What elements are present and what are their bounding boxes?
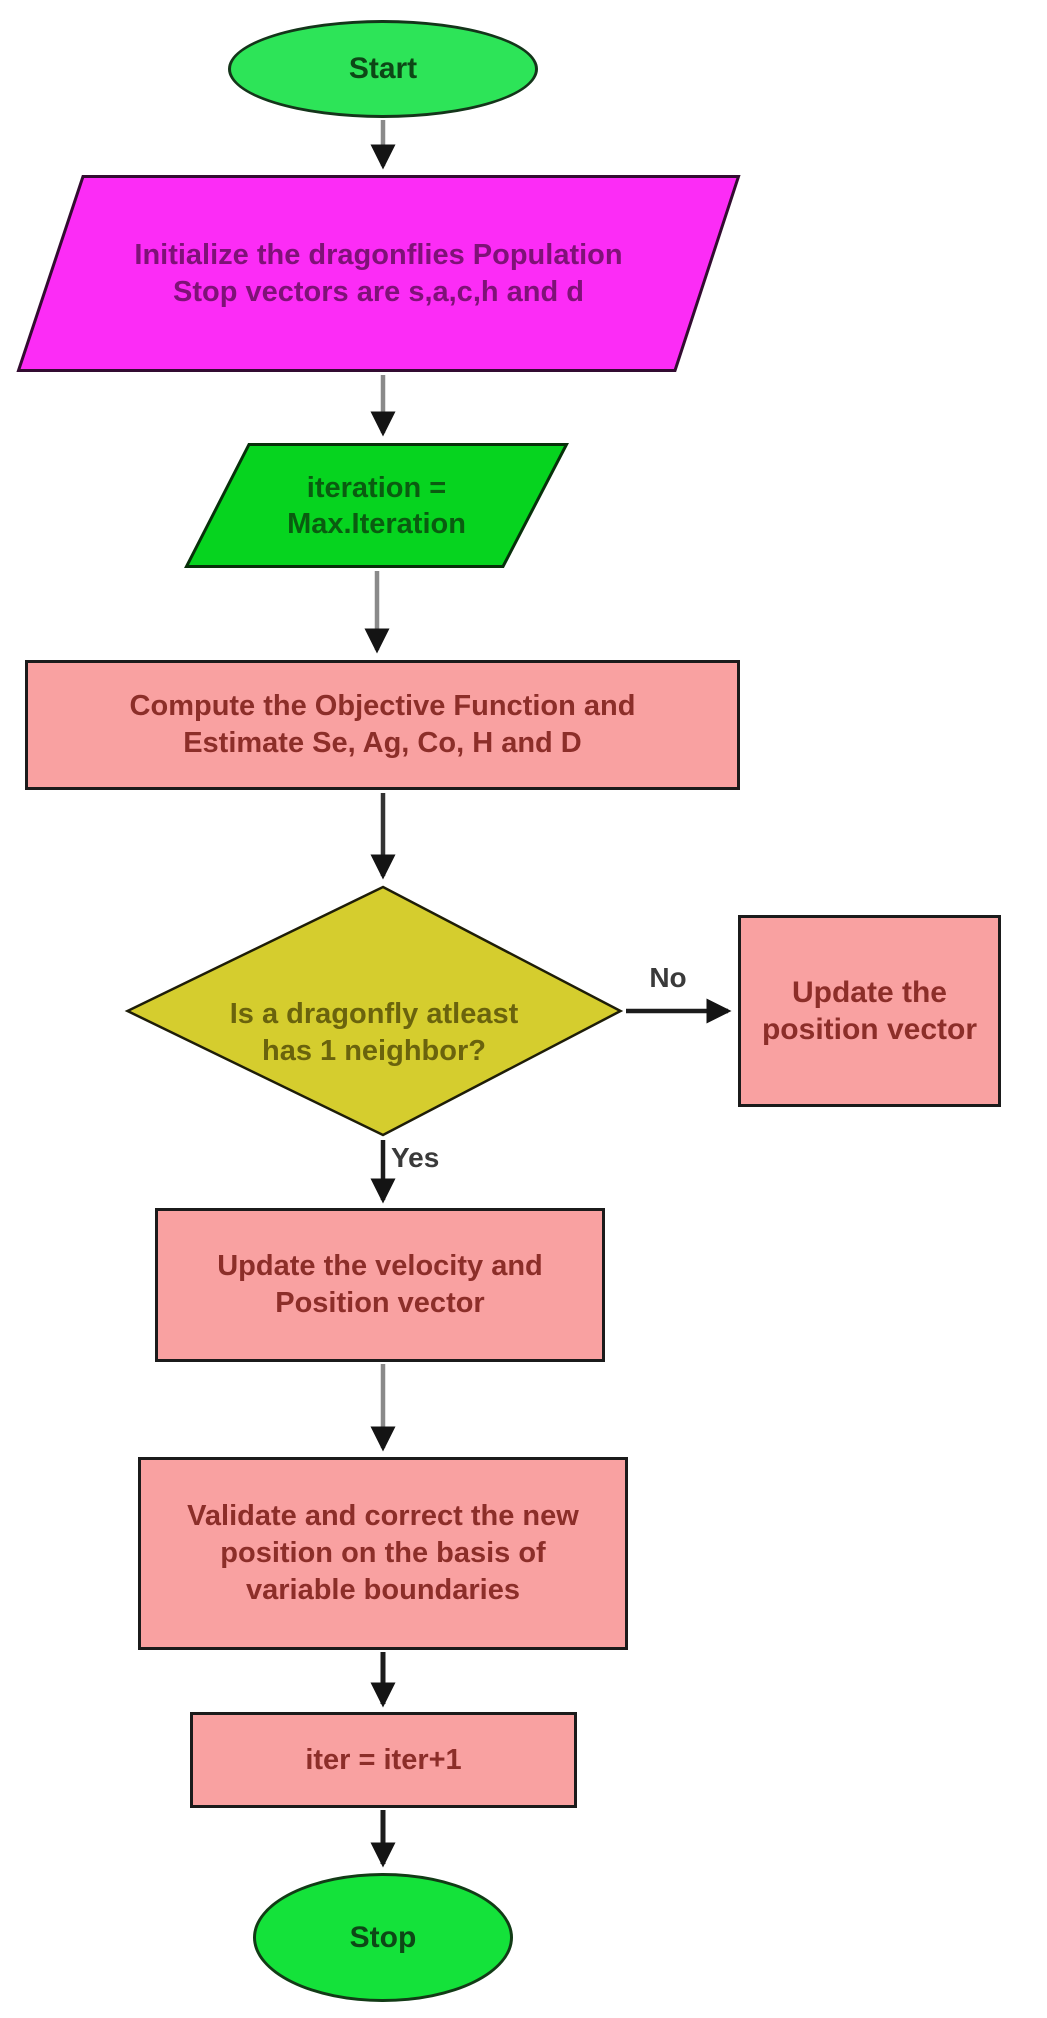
- start-terminator: Start: [228, 20, 538, 118]
- no-branch-label: No: [649, 962, 687, 993]
- neighbor-decision-label: Is a dragonfly atleast has 1 neighbor?: [229, 998, 519, 1067]
- validate-position-label: Validate and correct the new position on…: [187, 1500, 579, 1606]
- neighbor-decision-diamond: Is a dragonfly atleast has 1 neighbor?: [124, 885, 624, 1137]
- stop-label: Stop: [349, 1920, 417, 1954]
- update-velocity-label: Update the velocity and Position vector: [217, 1250, 543, 1319]
- update-position-label: Update the position vector: [761, 976, 978, 1046]
- initialize-population-label: Initialize the dragonflies Population St…: [134, 238, 623, 308]
- compute-objective-label: Compute the Objective Function and Estim…: [129, 690, 636, 759]
- update-position-process: Update the position vector: [738, 915, 1001, 1107]
- stop-terminator: Stop: [253, 1873, 513, 2002]
- start-label: Start: [348, 52, 418, 85]
- initialize-population-parallelogram: Initialize the dragonflies Population St…: [16, 175, 741, 372]
- increment-iter-process: iter = iter+1: [190, 1712, 577, 1808]
- compute-objective-process: Compute the Objective Function and Estim…: [25, 660, 740, 790]
- yes-branch-label: Yes: [391, 1142, 440, 1173]
- max-iteration-parallelogram: iteration = Max.Iteration: [184, 443, 569, 568]
- parallelogram-shape: [16, 175, 741, 372]
- update-velocity-process: Update the velocity and Position vector: [155, 1208, 605, 1362]
- increment-iter-label: iter = iter+1: [305, 1743, 462, 1776]
- max-iteration-label: iteration = Max.Iteration: [287, 471, 466, 540]
- validate-position-process: Validate and correct the new position on…: [138, 1457, 628, 1650]
- diamond-shape: [124, 885, 624, 1137]
- parallelogram-shape: [184, 443, 569, 568]
